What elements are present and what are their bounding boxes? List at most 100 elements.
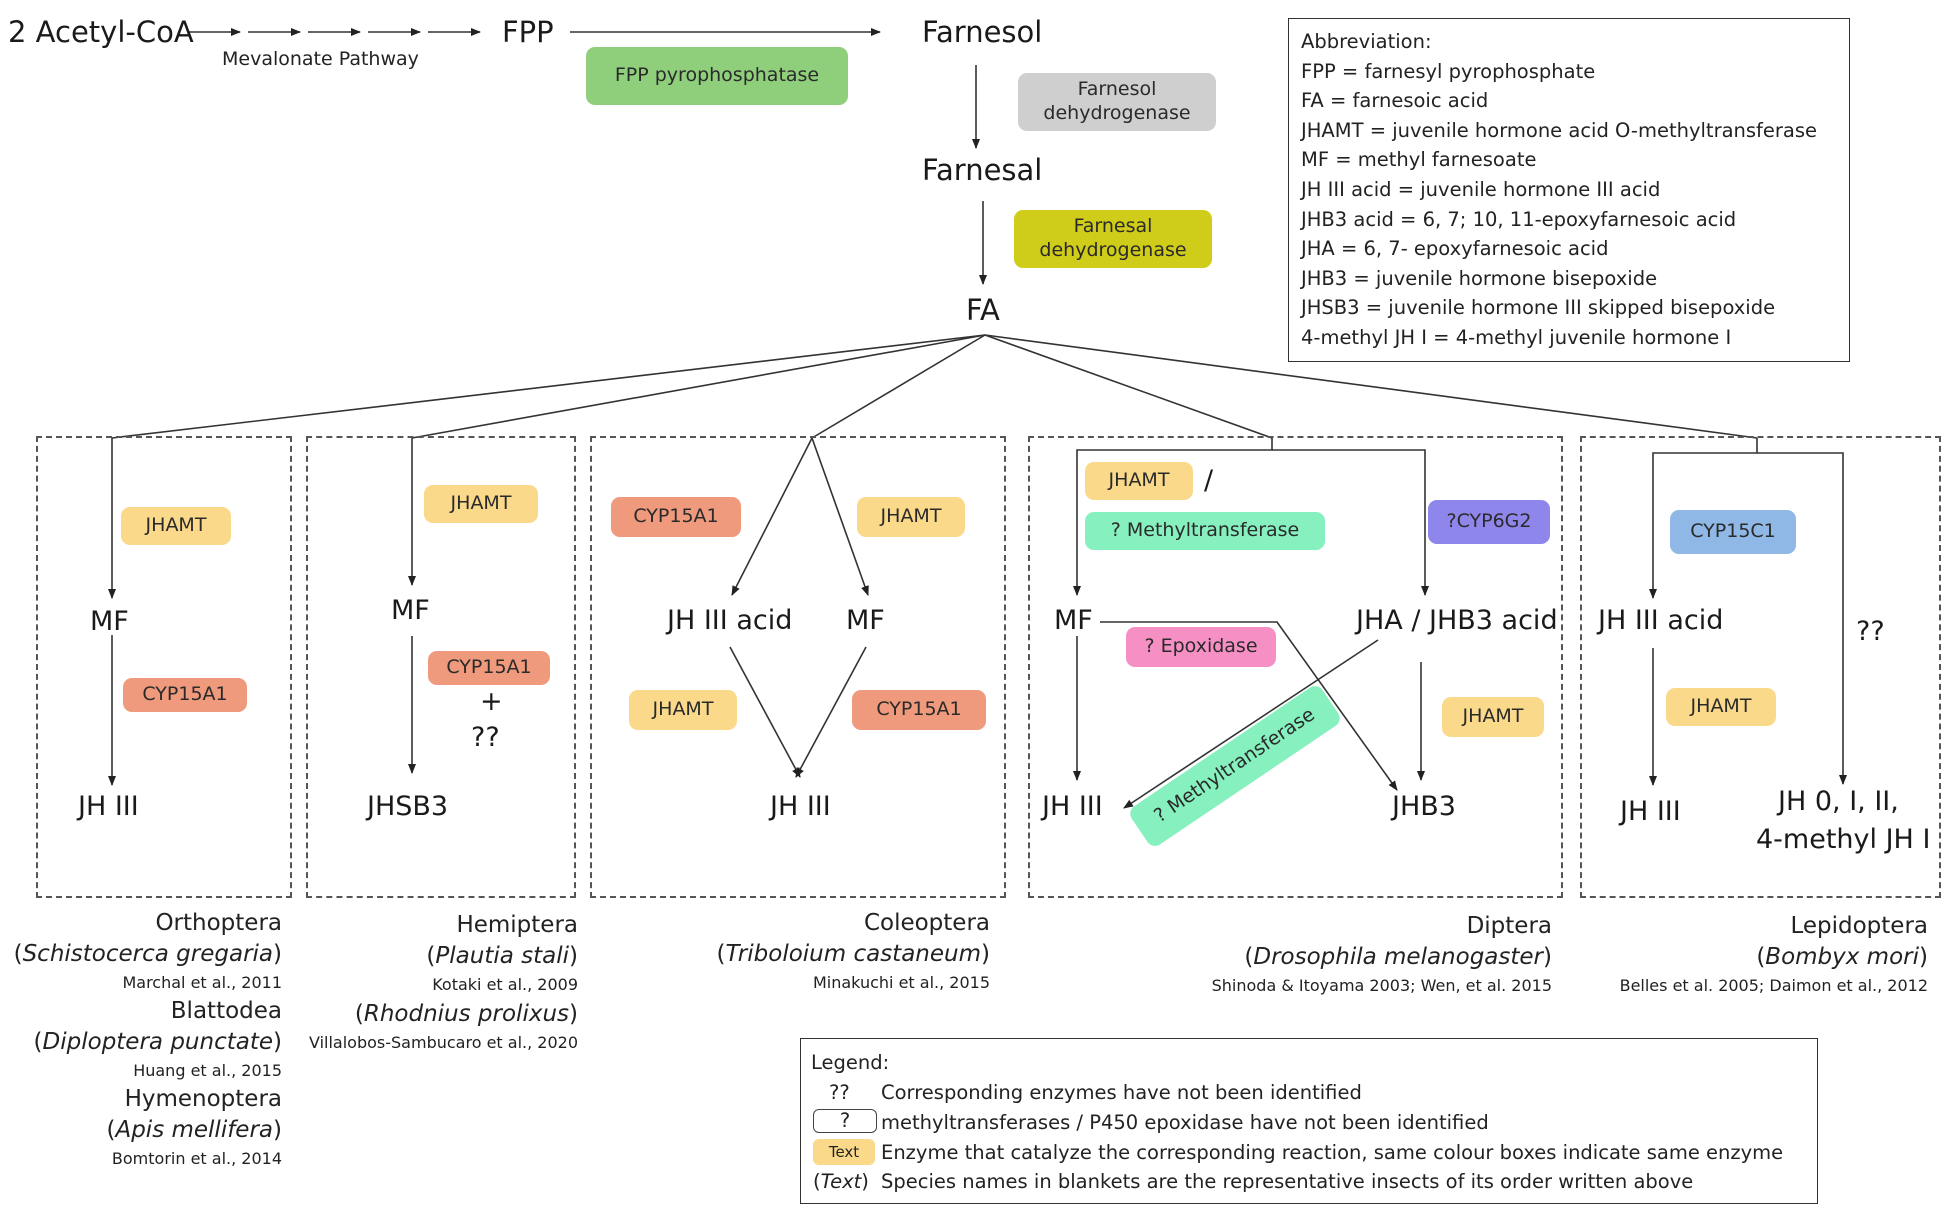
coleoptera-order-block: Coleoptera (Triboloium castaneum) Minaku…: [717, 908, 990, 996]
lepidoptera-panel: [1580, 436, 1941, 898]
mf-label: MF: [1054, 605, 1093, 636]
abbreviation-title: Abbreviation:: [1301, 30, 1432, 53]
order-name: Orthoptera: [155, 910, 282, 936]
diptera-order-block: Diptera (Drosophila melanogaster) Shinod…: [1212, 911, 1552, 999]
jh3-label: JH III: [770, 791, 831, 822]
abbreviation-item: JHA = 6, 7- epoxyfarnesoic acid: [1301, 237, 1609, 261]
jhamt-box: JHAMT: [1666, 688, 1776, 726]
fpp-pyrophosphatase-box: FPP pyrophosphatase: [586, 47, 848, 105]
abbreviation-item: FPP = farnesyl pyrophosphate: [1301, 59, 1596, 83]
orthoptera-panel: [36, 436, 292, 898]
legend-symbol-unknown: ??: [829, 1081, 850, 1104]
order-name: Coleoptera: [863, 910, 990, 936]
slash-label: /: [1204, 465, 1214, 496]
farnesol-dehydrogenase-box: Farnesol dehydrogenase: [1018, 73, 1216, 131]
order-name: Hymenoptera: [124, 1086, 282, 1112]
abbreviation-item: JHSB3 = juvenile hormone III skipped bis…: [1301, 296, 1776, 320]
citation: Huang et al., 2015: [133, 1061, 282, 1080]
abbreviation-item: FA = farnesoic acid: [1301, 89, 1489, 113]
abbreviation-item: MF = methyl farnesoate: [1301, 148, 1537, 172]
coleoptera-panel: [590, 436, 1006, 898]
cyp15a1-box: CYP15A1: [611, 497, 741, 537]
jh3-label: JH III: [1620, 796, 1681, 827]
citation: Bomtorin et al., 2014: [111, 1149, 282, 1168]
fpp-label: FPP: [502, 15, 554, 49]
mf-label: MF: [846, 605, 885, 636]
legend-box: Legend: ?? Corresponding enzymes have no…: [800, 1038, 1818, 1204]
legend-text: Species names in blankets are the repres…: [881, 1170, 1694, 1193]
jhamt-box: JHAMT: [857, 497, 965, 537]
jh3-label: JH III: [78, 791, 139, 822]
mevalonate-pathway-label: Mevalonate Pathway: [222, 48, 419, 70]
cyp15a1-box: CYP15A1: [123, 678, 247, 712]
order-name: Hemiptera: [456, 912, 578, 938]
abbreviation-box: Abbreviation: FPP = farnesyl pyrophospha…: [1288, 18, 1850, 362]
plus-label: +: [480, 686, 503, 717]
abbreviation-item: JH III acid = juvenile hormone III acid: [1301, 177, 1661, 201]
farnesal-label: Farnesal: [922, 153, 1043, 187]
order-name: Lepidoptera: [1790, 913, 1928, 939]
unknown-enzyme-label: ??: [1856, 616, 1885, 647]
abbreviation-item: JHAMT = juvenile hormone acid O-methyltr…: [1301, 118, 1818, 142]
citation: Villalobos-Sambucaro et al., 2020: [309, 1033, 578, 1052]
cyp15a1-box: CYP15A1: [852, 690, 986, 730]
species-name: (Apis mellifera): [106, 1117, 282, 1143]
mf-label: MF: [391, 595, 430, 626]
jhamt-box: JHAMT: [1442, 697, 1544, 737]
methyltransferase-box: ? Methyltransferase: [1085, 512, 1325, 550]
cyp15c1-box: CYP15C1: [1670, 510, 1796, 554]
species-name: (Bombyx mori): [1756, 944, 1928, 970]
jhamt-box: JHAMT: [121, 507, 231, 545]
species-name: (Diploptera punctate): [33, 1029, 282, 1055]
legend-symbol-enzyme-box: Text: [813, 1139, 875, 1165]
diptera-panel: [1028, 436, 1563, 898]
legend-symbol-question-box: ?: [813, 1109, 877, 1133]
jh3-acid-label: JH III acid: [1598, 605, 1724, 636]
jhamt-box: JHAMT: [629, 690, 737, 730]
hemiptera-panel: [306, 436, 576, 898]
citation: Shinoda & Itoyama 2003; Wen, et al. 2015: [1211, 976, 1552, 995]
legend-symbol-italic-text: (Text): [813, 1170, 869, 1193]
species-name: (Drosophila melanogaster): [1244, 944, 1552, 970]
legend-text: Corresponding enzymes have not been iden…: [881, 1081, 1362, 1104]
species-name: (Rhodnius prolixus): [354, 1001, 578, 1027]
jhamt-box: JHAMT: [424, 485, 538, 523]
fa-label: FA: [966, 293, 1000, 327]
4-methyl-jh1-label: 4-methyl JH I: [1756, 824, 1931, 855]
jha-jhb3-acid-label: JHA / JHB3 acid: [1356, 605, 1558, 636]
jhb3-label: JHB3: [1392, 791, 1456, 822]
cyp6g2-box: ?CYP6G2: [1428, 500, 1550, 544]
citation: Kotaki et al., 2009: [432, 975, 578, 994]
order-name: Blattodea: [170, 998, 282, 1024]
abbreviation-item: JHB3 = juvenile hormone bisepoxide: [1301, 266, 1658, 290]
legend-text: methyltransferases / P450 epoxidase have…: [881, 1111, 1489, 1134]
jh0-1-2-label: JH 0, I, II,: [1778, 786, 1899, 817]
order-name: Diptera: [1466, 913, 1552, 939]
jh3-acid-label: JH III acid: [667, 605, 793, 636]
lepidoptera-order-block: Lepidoptera (Bombyx mori) Belles et al. …: [1620, 911, 1928, 999]
farnesol-label: Farnesol: [922, 15, 1043, 49]
jhsb3-label: JHSB3: [367, 791, 449, 822]
legend-title: Legend:: [811, 1051, 890, 1074]
epoxidase-box: ? Epoxidase: [1126, 627, 1276, 667]
hemiptera-order-block: Hemiptera (Plautia stali) Kotaki et al.,…: [309, 910, 578, 1056]
species-name: (Triboloium castaneum): [716, 941, 990, 967]
farnesal-dehydrogenase-box: Farnesal dehydrogenase: [1014, 210, 1212, 268]
abbreviation-item: JHB3 acid = 6, 7; 10, 11-epoxyfarnesoic …: [1301, 207, 1737, 231]
unknown-enzyme-label: ??: [471, 722, 500, 753]
acetyl-coa-label: 2 Acetyl-CoA: [8, 15, 194, 49]
cyp15a1-box: CYP15A1: [428, 651, 550, 685]
jh3-label: JH III: [1042, 791, 1103, 822]
species-name: (Plautia stali): [426, 943, 578, 969]
orthoptera-order-block: Orthoptera (Schistocerca gregaria) March…: [14, 908, 282, 1172]
citation: Belles et al. 2005; Daimon et al., 2012: [1619, 976, 1928, 995]
citation: Marchal et al., 2011: [122, 973, 282, 992]
citation: Minakuchi et al., 2015: [812, 973, 990, 992]
legend-text: Enzyme that catalyze the corresponding r…: [881, 1141, 1784, 1164]
mf-label: MF: [90, 606, 129, 637]
abbreviation-item: 4-methyl JH I = 4-methyl juvenile hormon…: [1301, 325, 1732, 349]
jhamt-box: JHAMT: [1085, 462, 1193, 500]
species-name: (Schistocerca gregaria): [13, 941, 282, 967]
